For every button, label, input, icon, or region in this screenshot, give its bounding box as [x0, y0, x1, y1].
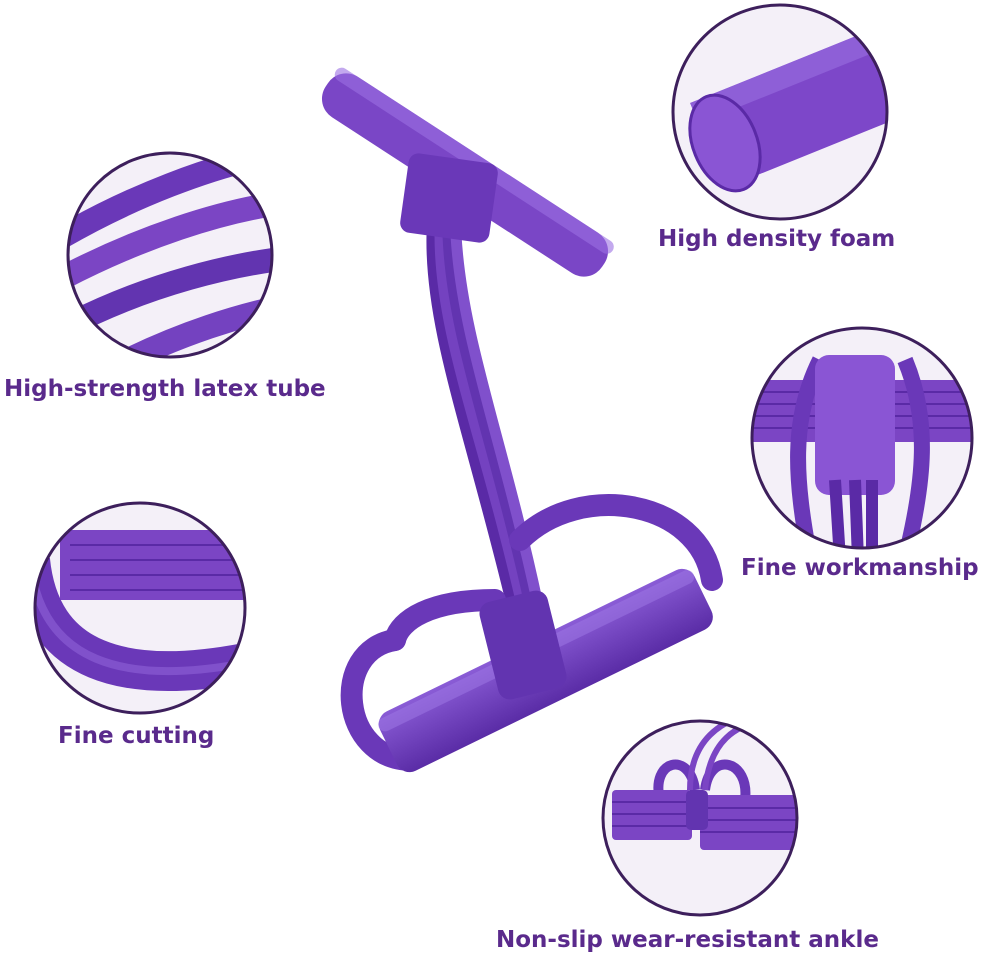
label-fine-workmanship: Fine workmanship — [741, 555, 979, 581]
label-latex-tube: High-strength latex tube — [4, 376, 326, 402]
ankle-detail-image — [601, 719, 799, 917]
cutting-detail-image — [33, 501, 247, 715]
label-high-density-foam: High density foam — [658, 226, 896, 252]
latex-tube-detail-image — [66, 151, 274, 359]
workmanship-detail-image — [750, 326, 974, 550]
label-fine-cutting: Fine cutting — [58, 723, 215, 749]
label-non-slip-ankle: Non-slip wear-resistant ankle — [496, 927, 879, 953]
main-product-image — [321, 67, 723, 773]
foam-detail-image — [671, 3, 889, 221]
